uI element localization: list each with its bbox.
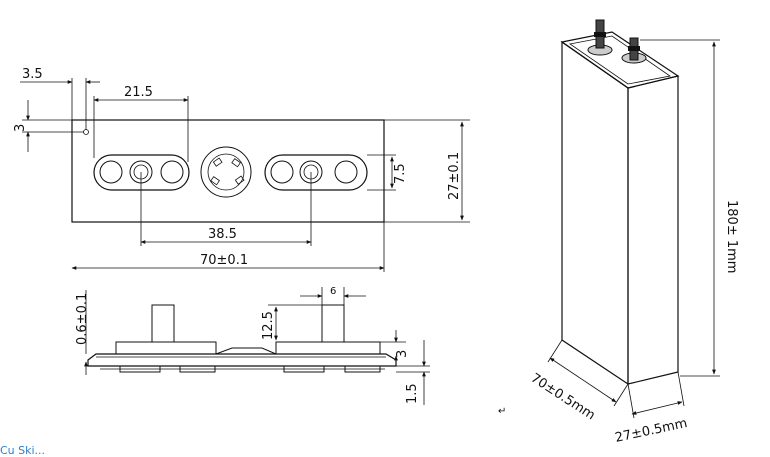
- iso-front-face: [561, 40, 629, 386]
- dim-12-5: 12.5: [261, 311, 276, 340]
- right-terminal-slot: [264, 154, 368, 191]
- dim-height: 180± 1mm: [724, 200, 739, 273]
- dim-38-5: 38.5: [208, 227, 237, 242]
- dim-3-side: 3: [395, 350, 410, 358]
- svg-text:↵: ↵: [498, 406, 506, 417]
- dim-70-tol: 70±0.1: [200, 253, 248, 268]
- top-plate-outline: [71, 119, 385, 223]
- safety-vent: [200, 146, 252, 198]
- iso-terminal-left: [587, 19, 613, 56]
- dim-1-5: 1.5: [405, 383, 420, 404]
- right-terminal-post: [321, 304, 345, 343]
- dim-length: 70±0.5mm: [528, 371, 598, 424]
- left-terminal-post: [151, 304, 175, 343]
- iso-terminal-right: [621, 37, 647, 64]
- dim-0-6-tol: 0.6±0.1: [75, 293, 90, 345]
- footer-caption: Cu Ski...: [0, 444, 46, 457]
- side-view: 0.6±0.1 6 12.5 3 1.5 ↵: [75, 286, 506, 417]
- left-terminal-slot: [93, 154, 190, 191]
- dim-width: 27±0.5mm: [614, 416, 689, 446]
- iso-side-face: [627, 75, 679, 385]
- right-terminal-block: [275, 341, 381, 355]
- dim-27-tol: 27±0.1: [447, 152, 462, 200]
- dim-3: 3: [13, 124, 28, 132]
- dim-6: 6: [330, 286, 336, 297]
- dim-21-5: 21.5: [124, 85, 153, 100]
- side-base-plate: [87, 353, 397, 367]
- top-view: 3.5 3 21.5 7.5 27±0.1 38.5 70±0.1: [13, 67, 470, 272]
- iso-view: 180± 1mm 70±0.5mm 27±0.5mm: [528, 19, 739, 446]
- dim-7-5: 7.5: [393, 163, 408, 184]
- left-terminal-block: [115, 341, 217, 355]
- dim-3-5: 3.5: [22, 67, 43, 82]
